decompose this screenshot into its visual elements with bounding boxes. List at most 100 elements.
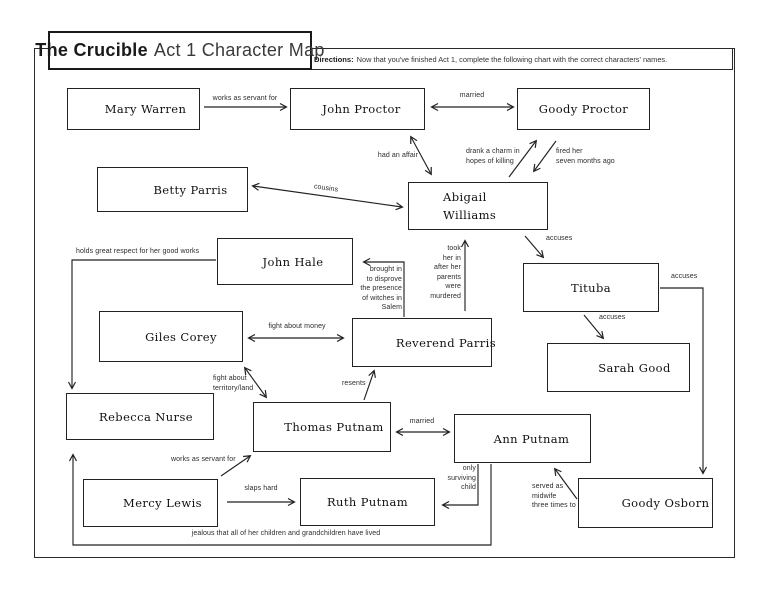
character-box-ruth-putnam: Ruth Putnam (300, 478, 435, 526)
relationship-label-works-servant-1: works as servant for (200, 94, 290, 104)
arrow-goodyproctor-abigail (532, 140, 557, 173)
relationship-label-married-1: married (431, 91, 513, 101)
relationship-label-line: territory/land (213, 384, 254, 392)
relationship-label-line: accuses (599, 314, 626, 321)
character-name: Reverend Parris (395, 335, 497, 350)
relationship-label-line: brought in (369, 266, 402, 273)
character-name: Rebecca Nurse (99, 409, 193, 424)
relationship-label-accuses-tituba-osborn: accuses (671, 272, 711, 282)
relationship-label-line: murdered (430, 292, 461, 300)
relationship-label-resents: resents (342, 379, 374, 389)
relationship-label-line: works as servant for (212, 95, 278, 102)
relationship-label-line: fired her (556, 148, 583, 155)
arrow-betty-abigail (251, 182, 404, 211)
relationship-label-married-2: married (399, 417, 445, 427)
relationship-label-line: jealous that all of her children and gra… (191, 530, 381, 537)
character-name: Betty Parris (153, 182, 228, 197)
character-box-rebecca-nurse: Rebecca Nurse (66, 393, 214, 440)
character-box-goody-proctor: Goody Proctor (517, 88, 650, 130)
title-subtitle: Act 1 Character Map (153, 40, 325, 60)
relationship-label-line: parents (436, 273, 461, 281)
arrow-ann-ruth (441, 464, 479, 510)
relationship-label-drank-charm: drank a charm in hopes of killing (466, 147, 536, 166)
arrow-parris-hale (362, 257, 405, 317)
relationship-label-only-child: only surviving child (438, 464, 476, 493)
relationship-label-line: fight about money (268, 323, 326, 330)
arrow-abigail-goodyproctor (508, 139, 538, 178)
arrow-thomas-parris (363, 369, 376, 401)
relationship-label-line: her in (442, 254, 461, 262)
relationship-label-line: drank a charm in (466, 148, 520, 155)
arrow-giles-thomas (243, 366, 268, 399)
directions-label: Directions: (314, 54, 354, 64)
character-name-line: Williams (443, 208, 497, 222)
character-box-mercy-lewis: Mercy Lewis (83, 479, 218, 527)
relationship-label-line: three times to (532, 502, 576, 509)
character-box-thomas-putnam: Thomas Putnam (253, 402, 391, 452)
relationship-label-line: took (447, 245, 461, 252)
relationship-label-line: fight about (213, 375, 247, 382)
title-main: The Crucible (35, 40, 148, 60)
relationship-label-fight-territory: fight about territory/land (213, 374, 263, 393)
relationship-label-line: child (461, 484, 476, 491)
character-name: Ann Putnam (493, 431, 570, 446)
relationship-label-fight-money: fight about money (256, 322, 338, 332)
character-name: Ruth Putnam (326, 495, 409, 509)
relationship-label-accuses-abigail-tituba: accuses (546, 234, 586, 244)
character-name: John Proctor (322, 102, 401, 116)
relationship-label-line: to disprove (366, 275, 402, 283)
relationship-label-line: holds great respect for her good works (76, 248, 200, 255)
relationship-label-line: hopes of killing (466, 157, 514, 165)
character-box-john-proctor: John Proctor (290, 88, 425, 130)
relationship-label-line: the presence (360, 285, 402, 292)
character-name: Giles Corey (145, 329, 217, 344)
title-box: The Crucible Act 1 Character Map (35, 31, 324, 70)
relationship-label-took-her-in: took her in after her parents were murdered (420, 244, 461, 301)
relationship-label-holds-respect: holds great respect for her good works (76, 247, 216, 257)
relationship-label-line: accuses (546, 235, 573, 242)
character-name: Goody Proctor (538, 102, 629, 116)
arrow-ann-rebecca (68, 453, 492, 546)
character-name: Thomas Putnam (284, 420, 384, 434)
relationship-label-line: after her (434, 264, 461, 271)
character-box-tituba: Tituba (523, 263, 659, 312)
relationship-label-line: seven months ago (556, 157, 615, 165)
character-box-reverend-parris: Reverend Parris (352, 318, 496, 367)
character-name: Tituba (571, 280, 611, 295)
character-box-ann-putnam: Ann Putnam (454, 414, 591, 463)
arrow-mercy-thomas (220, 454, 252, 477)
relationship-label-fired-her: fired her seven months ago (556, 147, 628, 166)
character-name: Goody Osborn (621, 496, 710, 510)
character-box-sarah-good: Sarah Good (547, 343, 690, 392)
character-box-betty-parris: Betty Parris (97, 167, 248, 212)
relationship-label-line: accuses (671, 273, 698, 280)
relationship-label-line: had an affair (377, 152, 418, 159)
relationship-label-line: only (462, 465, 476, 472)
relationship-label-jealous: jealous that all of her children and gra… (126, 529, 446, 539)
relationship-label-accuses-tituba-sarah: accuses (599, 313, 639, 323)
character-name: Mary Warren (104, 102, 187, 116)
arrow-hale-rebecca (67, 259, 216, 390)
character-name: John Hale (262, 254, 324, 269)
character-box-giles-corey: Giles Corey (99, 311, 243, 362)
arrow-tituba-osborn (660, 287, 708, 475)
relationship-label-works-servant-2: works as servant for (171, 455, 241, 465)
relationship-label-line: were (445, 283, 461, 290)
character-name-line: Abigail (443, 190, 487, 204)
arrow-proctor-abigail (410, 135, 432, 176)
relationship-label-line: married (409, 418, 435, 425)
character-box-goody-osborn: Goody Osborn (578, 478, 713, 528)
relationship-label-had-affair: had an affair (362, 151, 418, 161)
character-name: Mercy Lewis (123, 496, 202, 510)
directions-box: Directions: Now that you've finished Act… (308, 48, 733, 70)
relationship-label-line: slaps hard (244, 485, 278, 492)
arrow-tituba-sarah (583, 314, 605, 340)
relationship-label-line: surviving (447, 474, 476, 482)
arrow-abigail-tituba (524, 235, 545, 259)
arrow-osborn-ann (553, 467, 578, 500)
relationship-label-line: works as servant for (171, 456, 236, 463)
